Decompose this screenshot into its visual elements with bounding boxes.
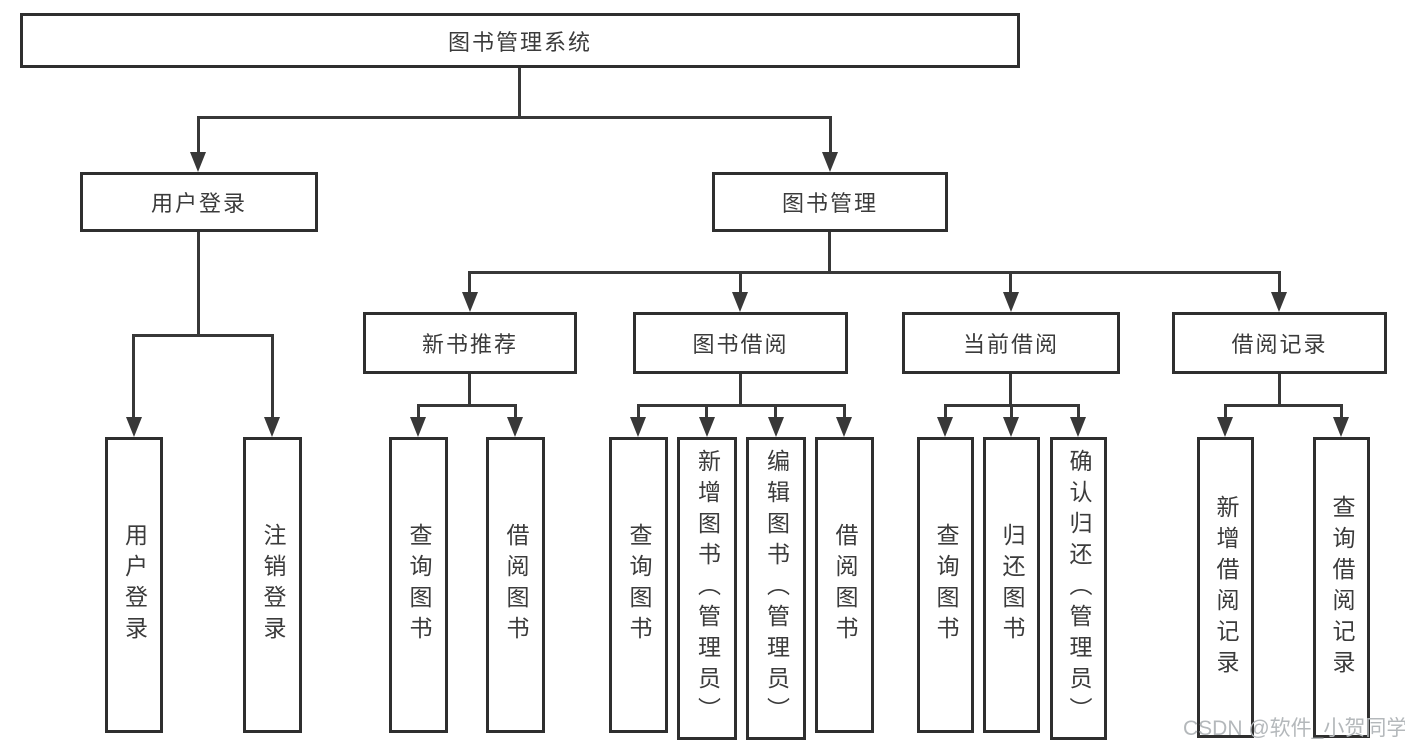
connector (1224, 404, 1343, 407)
arrowhead (732, 292, 748, 312)
connector (514, 404, 517, 419)
connector (1009, 271, 1012, 294)
connector (739, 374, 742, 407)
connector (828, 232, 831, 274)
connector (1010, 404, 1013, 419)
node-root-label: 图书管理系统 (447, 29, 592, 55)
leaf-borrow-query-book: 查询图书 (609, 437, 668, 733)
connector (132, 334, 135, 419)
leaf-current-query-book: 查询图书 (917, 437, 974, 733)
leaf-borrow-query-book-label: 查询图书 (626, 523, 652, 647)
leaf-confirm-return-admin: 确认归还（管理员） (1050, 437, 1107, 740)
node-new-book-recommend: 新书推荐 (363, 312, 577, 374)
arrowhead (836, 417, 852, 437)
arrowhead (699, 417, 715, 437)
leaf-borrow-book: 借阅图书 (815, 437, 874, 733)
arrowhead (937, 417, 953, 437)
watermark: CSDN @软件_小贺同学 (1183, 717, 1405, 740)
arrowhead (190, 152, 206, 172)
connector (843, 404, 846, 419)
connector (944, 404, 947, 419)
leaf-confirm-return-admin-label: 确认归还（管理员） (1066, 449, 1092, 728)
arrowhead (630, 417, 646, 437)
arrowhead (1003, 292, 1019, 312)
leaf-add-book-admin-label: 新增图书（管理员） (694, 449, 721, 728)
arrowhead (462, 292, 478, 312)
node-user-login: 用户登录 (80, 172, 318, 232)
connector (417, 404, 420, 419)
arrowhead (126, 417, 142, 437)
node-borrow-record: 借阅记录 (1172, 312, 1387, 374)
arrowhead (1333, 417, 1349, 437)
connector (739, 271, 742, 294)
leaf-edit-book-admin: 编辑图书（管理员） (746, 437, 806, 740)
connector (1224, 404, 1227, 419)
connector (271, 334, 274, 419)
leaf-query-borrow-record: 查询借阅记录 (1313, 437, 1370, 738)
connector (518, 68, 521, 118)
connector (1278, 374, 1281, 407)
leaf-user-login-label: 用户登录 (121, 523, 148, 647)
connector (197, 232, 200, 337)
connector (468, 374, 471, 407)
node-current-borrow: 当前借阅 (902, 312, 1120, 374)
node-new-book-recommend-label: 新书推荐 (421, 332, 518, 357)
connector (132, 334, 274, 337)
node-book-borrow-label: 图书借阅 (692, 332, 789, 357)
leaf-current-query-book-label: 查询图书 (933, 523, 959, 647)
leaf-add-book-admin: 新增图书（管理员） (677, 437, 737, 740)
connector (468, 271, 471, 294)
connector (1340, 404, 1343, 419)
leaf-logout-label: 注销登录 (260, 523, 286, 647)
leaf-query-borrow-record-label: 查询借阅记录 (1329, 494, 1355, 681)
leaf-recommend-query-book: 查询图书 (389, 437, 448, 733)
leaf-recommend-borrow-book-label: 借阅图书 (503, 523, 529, 647)
arrowhead (1217, 417, 1233, 437)
arrowhead (1271, 292, 1287, 312)
node-book-management: 图书管理 (712, 172, 948, 232)
leaf-edit-book-admin-label: 编辑图书（管理员） (763, 449, 790, 728)
connector (197, 116, 831, 119)
leaf-user-login: 用户登录 (105, 437, 163, 733)
connector (1077, 404, 1080, 419)
node-current-borrow-label: 当前借阅 (962, 332, 1059, 357)
arrowhead (1003, 417, 1019, 437)
leaf-add-borrow-record-label: 新增借阅记录 (1213, 494, 1239, 681)
connector (829, 116, 832, 154)
node-book-management-label: 图书管理 (781, 191, 878, 216)
connector (1278, 271, 1281, 294)
connector (637, 404, 640, 419)
node-root: 图书管理系统 (20, 13, 1020, 68)
connector (1009, 374, 1012, 407)
leaf-add-borrow-record: 新增借阅记录 (1197, 437, 1254, 738)
arrowhead (264, 417, 280, 437)
leaf-return-book: 归还图书 (983, 437, 1040, 733)
connector (468, 271, 1281, 274)
node-user-login-label: 用户登录 (150, 191, 247, 216)
connector (417, 404, 517, 407)
connector (705, 404, 708, 419)
leaf-logout: 注销登录 (243, 437, 302, 733)
connector (637, 404, 846, 407)
node-book-borrow: 图书借阅 (633, 312, 848, 374)
connector (774, 404, 777, 419)
connector (197, 116, 200, 154)
node-borrow-record-label: 借阅记录 (1231, 332, 1328, 357)
arrowhead (768, 417, 784, 437)
arrowhead (507, 417, 523, 437)
leaf-recommend-query-book-label: 查询图书 (406, 523, 432, 647)
arrowhead (822, 152, 838, 172)
leaf-return-book-label: 归还图书 (999, 523, 1025, 647)
leaf-recommend-borrow-book: 借阅图书 (486, 437, 545, 733)
arrowhead (1070, 417, 1086, 437)
arrowhead (410, 417, 426, 437)
leaf-borrow-book-label: 借阅图书 (832, 523, 858, 647)
